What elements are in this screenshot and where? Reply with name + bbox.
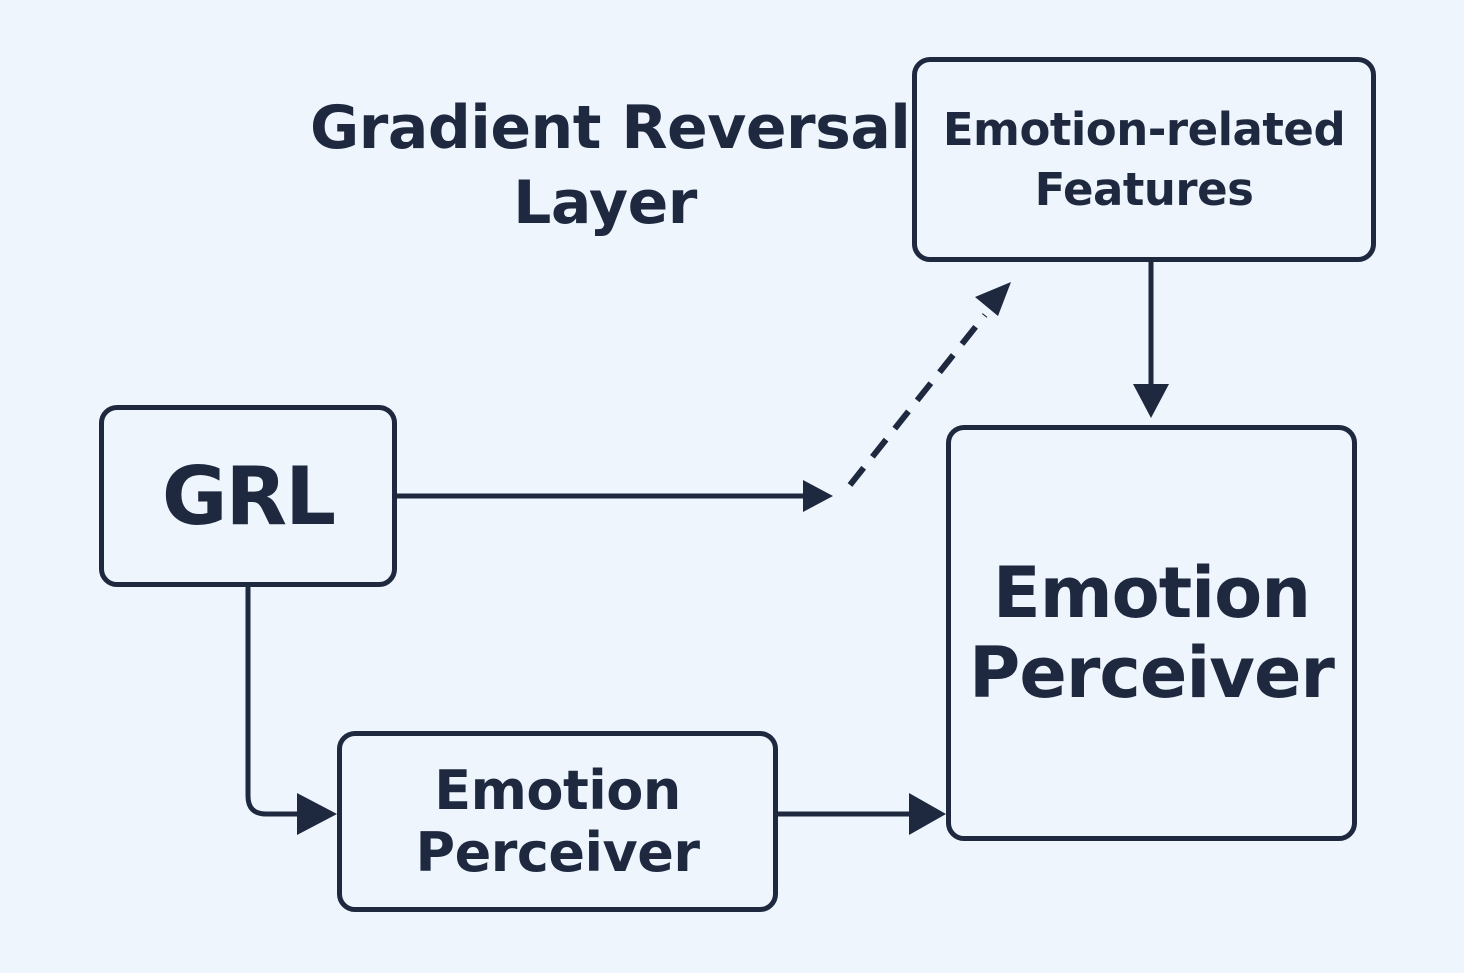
perceiver-large-line-2: Perceiver: [969, 632, 1335, 714]
features-node-line-2: Features: [1034, 162, 1254, 216]
emotion-perceiver-large-node: Emotion Perceiver: [946, 425, 1357, 841]
edge-features-to-perceiver-large: [1133, 262, 1169, 418]
arrowhead: [297, 793, 337, 835]
arrowhead: [975, 282, 1011, 316]
perceiver-small-line-1: Emotion: [434, 758, 681, 822]
annotation-line-2: Layer: [513, 168, 697, 238]
gradient-reversal-layer-label: Gradient Reversal Layer: [310, 91, 911, 241]
emotion-related-features-node: Emotion-related Features: [912, 57, 1376, 262]
edge-line-dashed: [847, 313, 988, 487]
arrowhead: [803, 480, 833, 512]
edge-grl-to-perceiver-small: [245, 587, 337, 835]
arrowhead: [1133, 384, 1169, 418]
perceiver-large-line-1: Emotion: [992, 552, 1311, 634]
edge-perceiver-small-to-large: [778, 793, 946, 835]
annotation-line-1: Gradient Reversal: [310, 93, 911, 163]
edge-line: [245, 587, 300, 817]
grl-node-label: GRL: [161, 449, 336, 543]
emotion-perceiver-small-node: Emotion Perceiver: [337, 731, 778, 912]
edge-grl-to-features: [397, 282, 1011, 512]
grl-node: GRL: [99, 405, 397, 587]
features-node-line-1: Emotion-related: [942, 102, 1346, 156]
perceiver-small-line-2: Perceiver: [415, 820, 700, 884]
arrowhead: [909, 793, 946, 835]
